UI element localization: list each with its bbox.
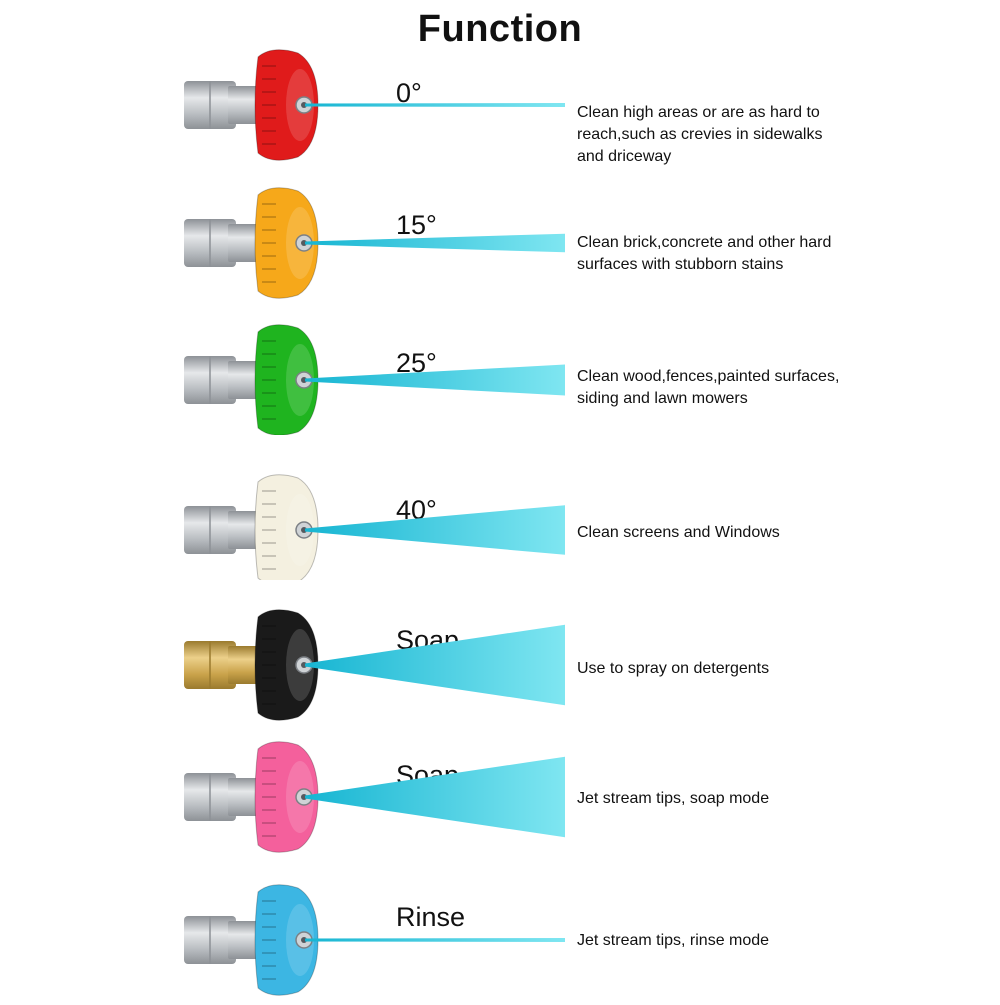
description-line: Clean wood,fences,painted surfaces, [577,368,840,385]
description-line: Use to spray on detergents [577,660,770,677]
description-line: Jet stream tips, soap mode [577,790,770,807]
nozzle-icon [184,474,319,580]
spray-cone [305,624,565,706]
nozzle-icon [184,49,319,161]
description-line: Clean brick,concrete and other hard [577,234,832,251]
spray-cone [305,505,565,555]
spray-cone [305,364,565,396]
nozzle-row: 40°Clean screens and Windows [0,450,1000,580]
nozzle-icon [184,741,319,853]
description-line: siding and lawn mowers [577,390,748,407]
angle-label: Rinse [396,902,466,932]
nozzle-icon [184,884,319,996]
nozzle-icon [184,609,319,721]
description: Clean brick,concrete and other hard surfa… [577,232,897,276]
page-title: Function [417,8,583,50]
description: Clean wood,fences,painted surfaces, sidin… [577,366,897,410]
description-line: Clean screens and Windows [577,524,780,541]
description-line: Jet stream tips, rinse mode [577,932,770,949]
spray-cone [305,233,565,253]
angle-label: 15° [396,210,437,240]
nozzle-row: 25°Clean wood,fences,painted surfaces,si… [0,305,1000,435]
description: Jet stream tips, soap mode [577,788,897,810]
description-line: surfaces with stubborn stains [577,256,784,273]
description: Clean high areas or are as hard to reach,… [577,102,897,168]
description: Use to spray on detergents [577,658,897,680]
description-line: and driceway [577,148,672,165]
spray-cone [305,938,565,942]
nozzle-icon [184,324,319,435]
description-line: reach,such as crevies in sidewalks [577,126,823,143]
description: Jet stream tips, rinse mode [577,930,897,952]
nozzle-row: 15° Clean brick,concrete and other hard su… [0,170,1000,300]
angle-label: 0° [396,78,422,108]
nozzle-row: 0° Clean high areas or are as hard to reac… [0,40,1000,170]
spray-cone [305,756,565,838]
description-line: Clean high areas or are as hard to [577,104,820,121]
description: Clean screens and Windows [577,522,897,544]
nozzle-icon [184,187,319,299]
spray-cone [305,103,565,107]
